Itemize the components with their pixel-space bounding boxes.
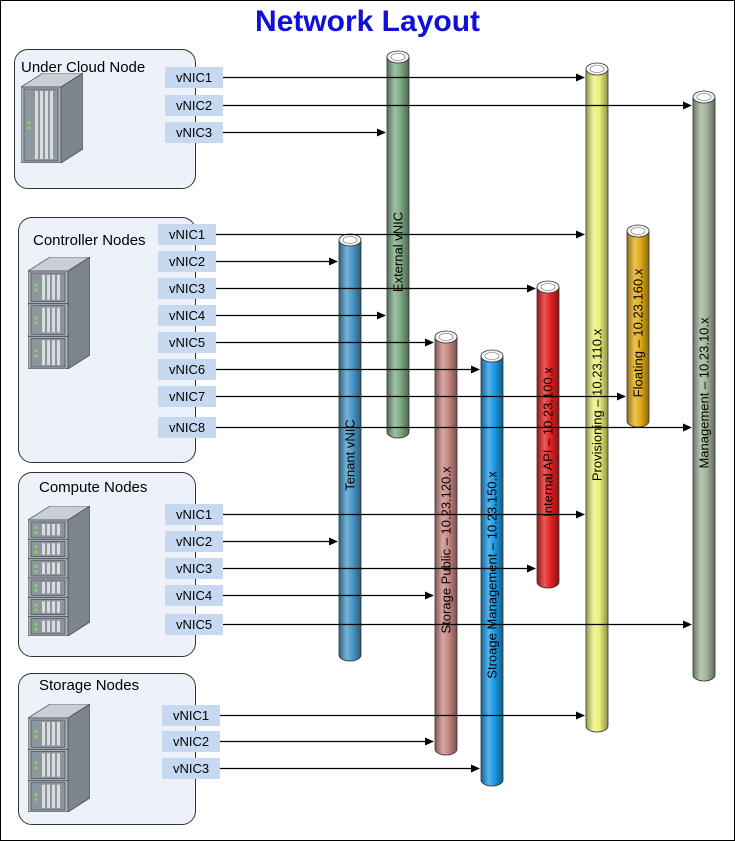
vnic-port: vNIC4 <box>158 305 216 326</box>
arrowhead <box>377 128 386 137</box>
vnic-port: vNIC3 <box>162 758 220 779</box>
server-icon <box>28 257 90 369</box>
arrowhead <box>425 591 434 600</box>
arrowhead <box>683 620 692 629</box>
network-pipe-management <box>692 90 716 682</box>
vnic-port: vNIC3 <box>165 558 223 579</box>
arrowhead <box>527 284 536 293</box>
arrowhead <box>471 365 480 374</box>
vnic-port: vNIC6 <box>158 359 216 380</box>
server-icon <box>21 73 83 163</box>
network-pipe-storage-public <box>434 330 458 756</box>
node-group-label: Controller Nodes <box>33 232 146 249</box>
node-group-label: Storage Nodes <box>39 677 140 694</box>
vnic-port: vNIC2 <box>158 251 216 272</box>
vnic-port: vNIC7 <box>158 386 216 407</box>
arrowhead <box>425 737 434 746</box>
arrowhead <box>576 510 585 519</box>
network-pipe-tenant <box>338 233 362 662</box>
server-icon <box>28 506 90 636</box>
arrowhead <box>425 338 434 347</box>
arrowhead <box>576 73 585 82</box>
arrowhead <box>576 230 585 239</box>
vnic-port: vNIC2 <box>162 731 220 752</box>
arrowhead <box>329 257 338 266</box>
vnic-port: vNIC1 <box>162 705 220 726</box>
vnic-port: vNIC5 <box>158 332 216 353</box>
vnic-port: vNIC1 <box>165 504 223 525</box>
arrowhead <box>329 537 338 546</box>
network-pipe-provisioning <box>585 62 609 733</box>
network-label-management: Management – 10.23.10.x <box>696 317 712 469</box>
vnic-port: vNIC1 <box>158 224 216 245</box>
network-label-floating: Floating – 10.23.160.x <box>630 268 646 398</box>
network-pipe-internal-api <box>536 280 560 589</box>
vnic-port: vNIC4 <box>165 585 223 606</box>
arrowhead <box>377 311 386 320</box>
server-icon <box>28 704 90 812</box>
diagram-title: Network Layout <box>254 5 481 38</box>
network-pipe-storage-mgmt <box>480 349 504 787</box>
arrowhead <box>683 101 692 110</box>
vnic-port: vNIC8 <box>158 417 216 438</box>
arrowhead <box>683 423 692 432</box>
network-pipe-floating <box>626 224 650 428</box>
node-group-label: Under Cloud Node <box>21 59 146 76</box>
arrowhead <box>527 564 536 573</box>
vnic-port: vNIC1 <box>165 67 223 88</box>
vnic-port: vNIC5 <box>165 614 223 635</box>
arrowhead <box>471 764 480 773</box>
vnic-port: vNIC2 <box>165 95 223 116</box>
arrowhead <box>617 392 626 401</box>
vnic-port: vNIC3 <box>158 278 216 299</box>
arrowhead <box>576 711 585 720</box>
node-group-label: Compute Nodes <box>39 479 148 496</box>
vnic-port: vNIC3 <box>165 122 223 143</box>
vnic-port: vNIC2 <box>165 531 223 552</box>
